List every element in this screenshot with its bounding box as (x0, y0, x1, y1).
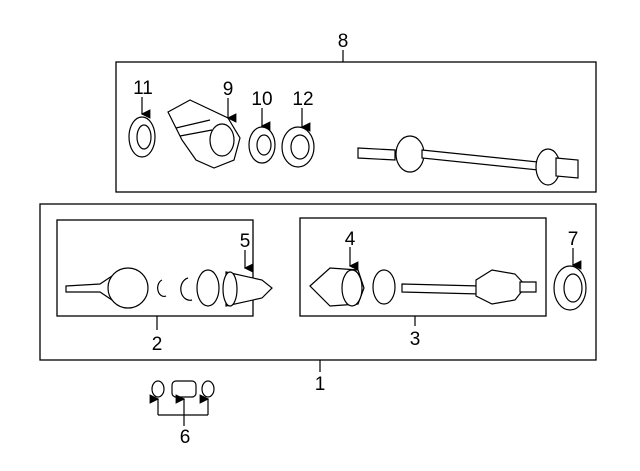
part-11-seal: 11 (128, 78, 156, 158)
part-10-bearing: 10 (248, 89, 276, 164)
callout-12: 12 (292, 89, 313, 110)
callout-11: 11 (133, 78, 153, 99)
part-6-clamps: 6 (149, 380, 215, 448)
callout-6: 6 (180, 427, 191, 448)
callout-1: 1 (315, 374, 326, 395)
part-9-housing: 9 (167, 79, 241, 169)
callout-2: 2 (152, 334, 163, 355)
assembly-box-1: 1 (39, 203, 597, 395)
part-axle-shaft-8 (357, 135, 579, 186)
callout-9: 9 (223, 79, 234, 100)
callout-8: 8 (338, 31, 349, 52)
callout-7: 7 (568, 229, 579, 250)
callout-4: 4 (345, 229, 356, 250)
assembly-box-8: 8 (115, 31, 597, 193)
part-12-seal: 12 (281, 89, 315, 168)
callout-5: 5 (240, 231, 251, 252)
part-7-tone-ring: 7 (553, 229, 587, 311)
assembly-box-3: 3 4 (299, 217, 547, 350)
callout-10: 10 (251, 89, 272, 110)
assembly-box-2: 2 5 (56, 219, 273, 355)
callout-3: 3 (410, 329, 421, 350)
